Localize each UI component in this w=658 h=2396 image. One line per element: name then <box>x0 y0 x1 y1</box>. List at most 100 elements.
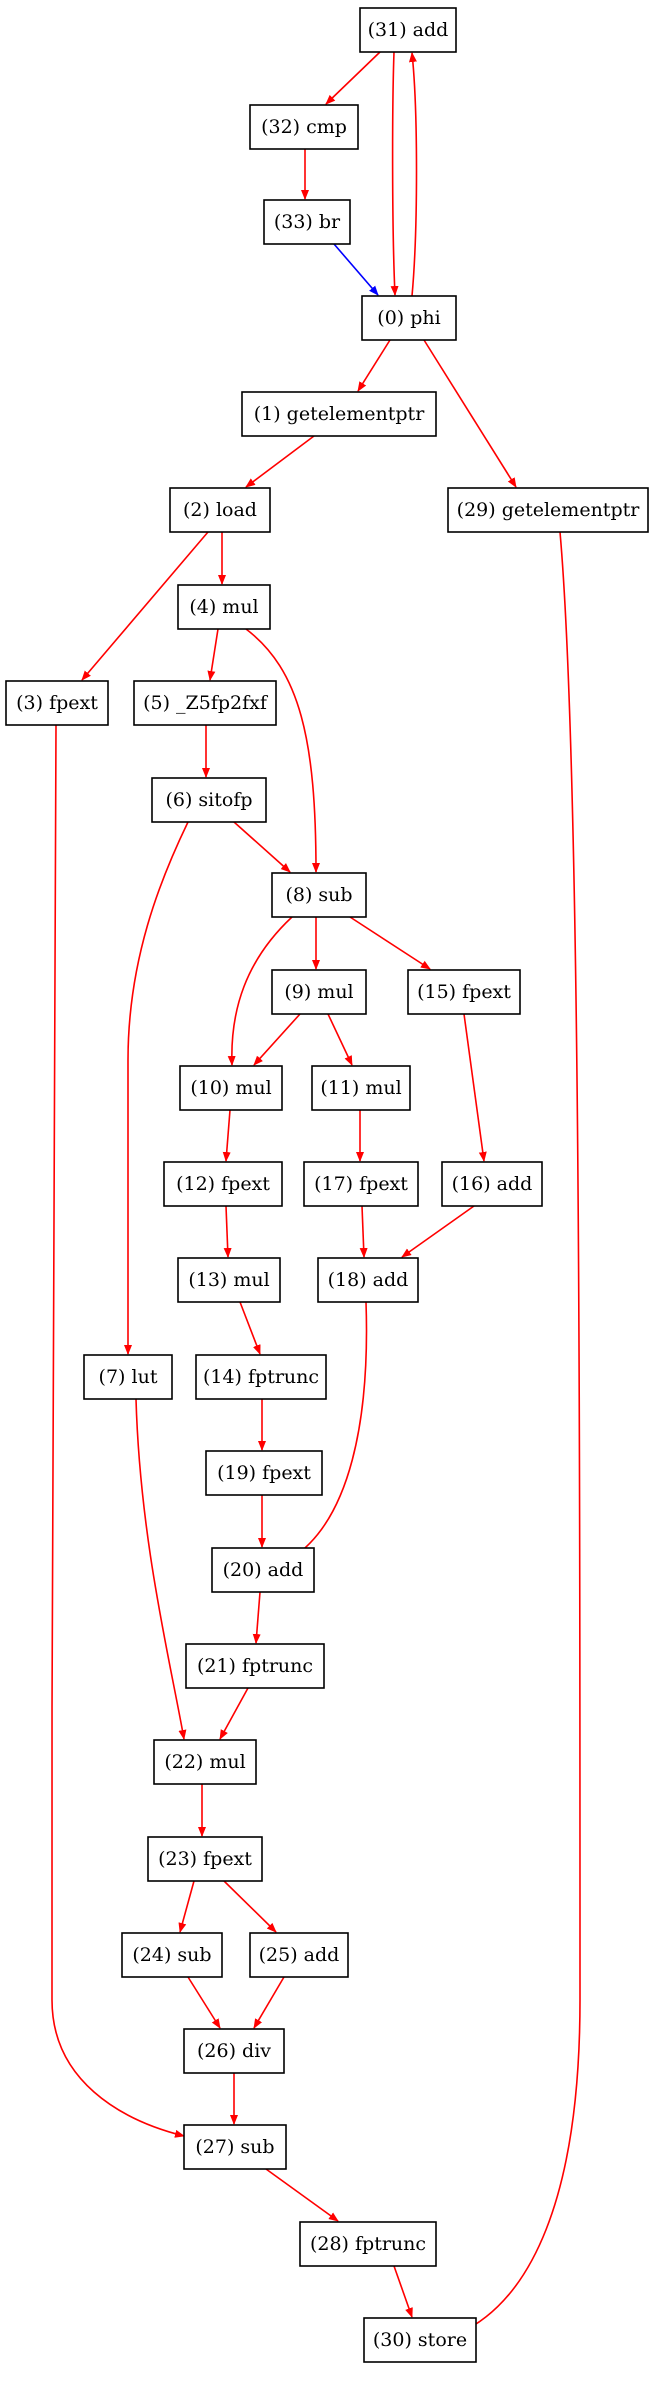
node-23[interactable]: (23) fpext <box>147 1836 263 1882</box>
node-27[interactable]: (27) sub <box>183 2124 287 2170</box>
node-24[interactable]: (24) sub <box>121 1932 223 1978</box>
node-31[interactable]: (31) add <box>359 7 457 53</box>
node-label: (24) sub <box>132 1944 211 1966</box>
edge-line <box>219 1687 249 1740</box>
edge-0-to-31 <box>408 52 418 297</box>
node-20[interactable]: (20) add <box>211 1547 315 1593</box>
node-label: (11) mul <box>320 1077 401 1099</box>
node-box <box>447 487 649 533</box>
edge-line <box>187 1976 221 2029</box>
edge-4-to-8 <box>245 628 320 873</box>
edge-line <box>253 1013 301 1066</box>
edge-line <box>207 628 219 681</box>
node-21[interactable]: (21) fptrunc <box>185 1643 325 1689</box>
node-label: (28) fptrunc <box>310 2233 426 2255</box>
node-19[interactable]: (19) fpext <box>205 1450 323 1496</box>
edge-16-to-18 <box>401 1205 475 1258</box>
edge-line <box>135 1398 187 1740</box>
node-16[interactable]: (16) add <box>441 1161 543 1207</box>
edge-25-to-26 <box>253 1976 285 2029</box>
node-1[interactable]: (1) getelementptr <box>241 391 437 437</box>
node-12[interactable]: (12) fpext <box>163 1161 283 1207</box>
node-0[interactable]: (0) phi <box>361 295 457 341</box>
node-15[interactable]: (15) fpext <box>407 969 521 1015</box>
node-17[interactable]: (17) fpext <box>303 1161 419 1207</box>
edge-0-to-29 <box>423 339 517 488</box>
node-5[interactable]: (5) _Z5fp2fxf <box>133 680 277 726</box>
node-label: (19) fpext <box>217 1462 311 1484</box>
node-box <box>441 1161 543 1207</box>
node-label: (13) mul <box>188 1269 269 1291</box>
node-box <box>359 7 457 53</box>
edge-line <box>357 339 391 392</box>
node-32[interactable]: (32) cmp <box>249 104 359 150</box>
edge-3-to-27 <box>51 724 185 2138</box>
node-13[interactable]: (13) mul <box>177 1257 281 1303</box>
node-2[interactable]: (2) load <box>169 487 271 533</box>
node-layer: (31) add (32) cmp (33) br (0) phi (1) getele… <box>5 7 649 2363</box>
node-26[interactable]: (26) div <box>183 2028 285 2074</box>
edge-line <box>327 1013 353 1066</box>
edge-13-to-14 <box>239 1301 261 1355</box>
node-label: (10) mul <box>190 1077 271 1099</box>
node-33[interactable]: (33) br <box>263 199 351 245</box>
node-28[interactable]: (28) fptrunc <box>299 2221 437 2267</box>
node-box <box>177 1257 281 1303</box>
edge-23-to-25 <box>223 1880 277 1933</box>
edge-line <box>325 51 381 105</box>
node-box <box>83 1354 173 1400</box>
edge-31-to-0 <box>390 51 399 296</box>
edge-line <box>423 339 517 488</box>
edge-15-to-16 <box>463 1013 487 1162</box>
node-label: (18) add <box>328 1269 409 1291</box>
node-9[interactable]: (9) mul <box>271 969 367 1015</box>
node-25[interactable]: (25) add <box>249 1932 349 1978</box>
node-8[interactable]: (8) sub <box>271 872 367 918</box>
edge-line <box>245 435 315 488</box>
node-box <box>303 1161 419 1207</box>
node-3[interactable]: (3) fpext <box>5 680 109 726</box>
edge-6-to-7 <box>124 821 189 1355</box>
node-label: (5) _Z5fp2fxf <box>143 692 269 714</box>
node-11[interactable]: (11) mul <box>311 1065 411 1111</box>
node-7[interactable]: (7) lut <box>83 1354 173 1400</box>
node-label: (15) fpext <box>417 981 511 1003</box>
edge-6-to-8 <box>233 821 291 873</box>
node-6[interactable]: (6) sitofp <box>151 777 267 823</box>
edge-line <box>227 916 293 1066</box>
edge-9-to-10 <box>253 1013 301 1066</box>
node-box <box>205 1450 323 1496</box>
edge-line <box>393 2265 413 2318</box>
edge-33-to-0 <box>333 243 379 296</box>
edge-line <box>291 1301 368 1559</box>
edge-8-to-15 <box>349 916 431 970</box>
edge-line <box>223 1880 277 1933</box>
edge-line <box>245 628 320 873</box>
edge-10-to-12 <box>222 1109 231 1162</box>
node-label: (12) fpext <box>176 1173 270 1195</box>
node-4[interactable]: (4) mul <box>177 584 271 630</box>
node-label: (22) mul <box>164 1751 245 1773</box>
edge-4-to-5 <box>207 628 219 681</box>
node-box <box>271 872 367 918</box>
edge-line <box>81 531 209 681</box>
node-14[interactable]: (14) fptrunc <box>195 1354 327 1400</box>
node-18[interactable]: (18) add <box>317 1257 419 1303</box>
node-29[interactable]: (29) getelementptr <box>447 487 649 533</box>
node-label: (16) add <box>452 1173 533 1195</box>
node-label: (26) div <box>197 2040 271 2062</box>
edge-line <box>233 821 291 873</box>
node-label: (2) load <box>183 499 257 521</box>
node-box <box>183 2124 287 2170</box>
node-30[interactable]: (30) store <box>363 2317 477 2363</box>
node-22[interactable]: (22) mul <box>153 1739 257 1785</box>
edge-18-to-20 <box>291 1301 368 1559</box>
node-10[interactable]: (10) mul <box>179 1065 283 1111</box>
edge-24-to-26 <box>187 1976 221 2029</box>
node-label: (27) sub <box>195 2136 274 2158</box>
node-label: (31) add <box>368 19 449 41</box>
edge-7-to-22 <box>135 1398 187 1740</box>
node-box <box>249 104 359 150</box>
node-label: (23) fpext <box>158 1848 252 1870</box>
